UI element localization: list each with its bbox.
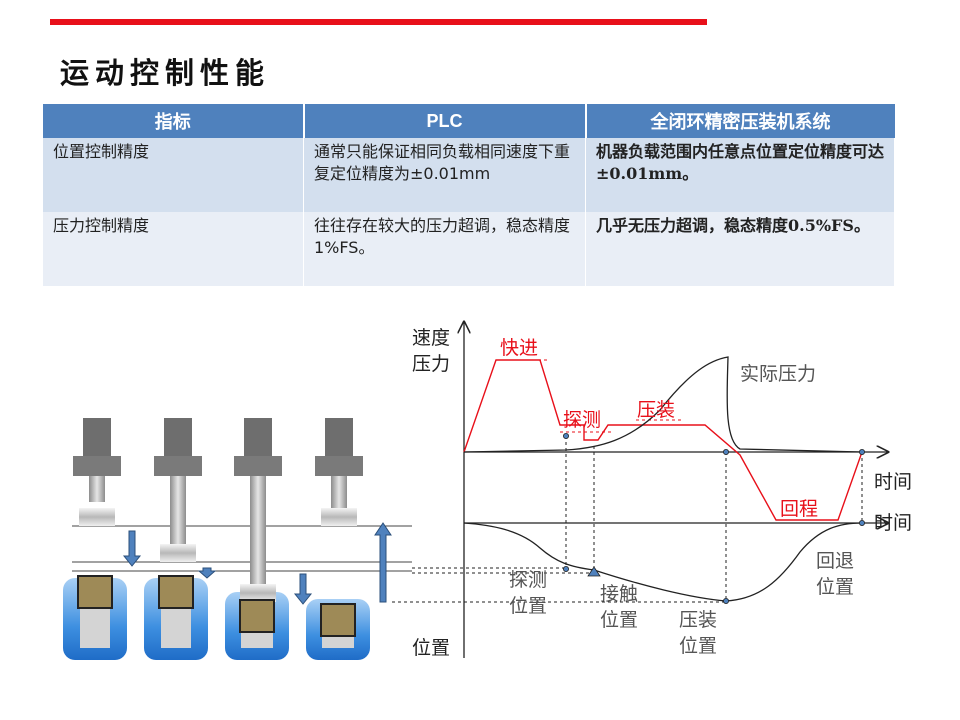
axis-label-time-top: 时间: [874, 471, 912, 493]
reference-lines: [72, 525, 412, 572]
label-probe: 探测: [563, 409, 601, 431]
cell-metric: 压力控制精度: [43, 212, 304, 286]
comparison-table: 指标 PLC 全闭环精密压装机系统 位置控制精度 通常只能保证相同负载相同速度下…: [43, 104, 895, 286]
table-row: 压力控制精度 往往存在较大的压力超调，稳态精度1%FS。 几乎无压力超调，稳态精…: [43, 212, 895, 286]
axis-label-position: 位置: [412, 637, 450, 659]
axis-label-speed: 速度: [412, 327, 450, 349]
cell-plc: 通常只能保证相同负载相同速度下重复定位精度为±0.01mm: [303, 138, 586, 212]
header-metric: 指标: [43, 104, 305, 138]
top-red-bar: [50, 19, 707, 25]
label-press-position-1: 压装: [679, 609, 717, 631]
cell-system: 几乎无压力超调，稳态精度0.5%FS。: [585, 212, 895, 286]
label-fast-forward: 快进: [500, 337, 538, 359]
label-contact-position-1: 接触: [600, 583, 638, 605]
cell-metric: 位置控制精度: [43, 138, 304, 212]
probe-point-marker: [563, 432, 570, 439]
cell-system: 机器负载范围内任意点位置定位精度可达±0.01mm。: [585, 138, 895, 212]
label-probe-position-1: 探测: [509, 569, 547, 591]
axis-label-pressure: 压力: [412, 353, 450, 375]
position-curve: [463, 522, 863, 602]
label-actual-pressure: 实际压力: [740, 363, 816, 385]
speed-pressure-chart: 速度 压力 时间 时间 位置 快进 探测 压装 回程 实际压力 探测 位置 接触…: [392, 322, 912, 659]
label-press: 压装: [637, 399, 675, 421]
label-return-position-1: 回退: [816, 550, 854, 572]
contact-point-marker: [587, 566, 601, 577]
label-return-position-2: 位置: [816, 576, 854, 598]
actual-pressure-curve: [463, 356, 863, 453]
page-title: 运动控制性能: [60, 56, 271, 90]
press-heads: [73, 418, 363, 602]
label-return: 回程: [780, 498, 818, 520]
label-contact-position-2: 位置: [600, 609, 638, 631]
table-header-row: 指标 PLC 全闭环精密压装机系统: [43, 104, 895, 138]
cell-plc: 往往存在较大的压力超调，稳态精度1%FS。: [303, 212, 586, 286]
axis-label-time-bottom: 时间: [874, 512, 912, 534]
workpieces: [77, 575, 356, 637]
guide-lines: [392, 436, 863, 603]
header-system: 全闭环精密压装机系统: [585, 104, 895, 138]
table-row: 位置控制精度 通常只能保证相同负载相同速度下重复定位精度为±0.01mm 机器负…: [43, 138, 895, 212]
label-press-position-2: 位置: [679, 635, 717, 657]
motion-arrows: [122, 522, 392, 605]
header-plc: PLC: [303, 104, 587, 138]
press-machines: [63, 418, 412, 660]
label-probe-position-2: 位置: [509, 595, 547, 617]
